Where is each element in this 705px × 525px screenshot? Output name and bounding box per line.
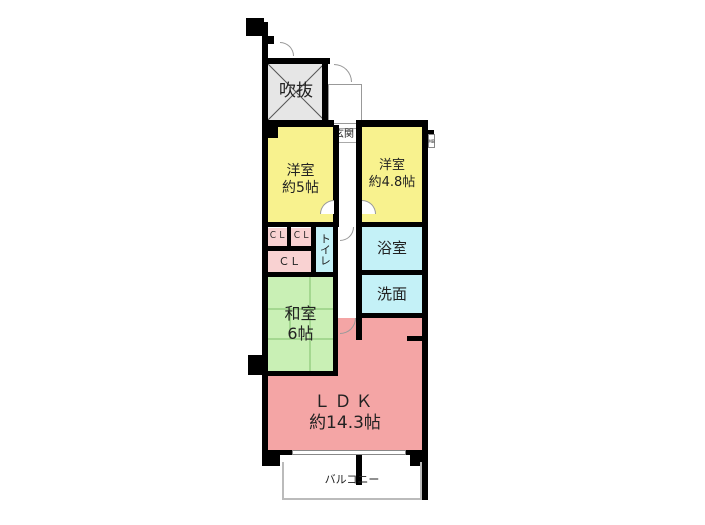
wall	[356, 270, 428, 275]
wall	[356, 313, 428, 318]
room-label: 洋室	[286, 162, 315, 179]
mb-label: MB	[428, 138, 435, 144]
wall	[262, 371, 338, 376]
wall	[333, 125, 339, 225]
wall	[262, 450, 280, 466]
room-label: バルコニー	[324, 473, 380, 487]
room-bath: 浴室	[362, 227, 422, 270]
mb: MB	[428, 134, 435, 148]
tatami-lines	[268, 277, 333, 371]
room-label: ＬＤＫ	[313, 391, 377, 412]
wall	[262, 22, 268, 462]
wall	[356, 318, 362, 340]
wall	[262, 272, 338, 277]
room-size: 約14.3帖	[309, 413, 381, 433]
wall	[262, 246, 314, 251]
wall	[287, 227, 291, 247]
room-label: ＣＬ	[278, 254, 301, 268]
wall	[422, 120, 428, 500]
wall	[333, 277, 338, 376]
door[interactable]	[340, 227, 354, 241]
door	[280, 42, 294, 56]
room-size: 約5帖	[282, 180, 319, 196]
room-label: 吹抜	[279, 81, 313, 102]
room-toilet: トイレ	[316, 227, 333, 272]
wall	[356, 222, 428, 227]
entrance-door[interactable]	[334, 64, 352, 82]
window	[292, 450, 406, 455]
room-size: 約4.8帖	[368, 174, 416, 190]
closet-2: ＣＬ	[291, 228, 312, 246]
room-washroom: 洗面	[362, 275, 422, 313]
wall	[246, 18, 264, 36]
room-western-1-top	[278, 127, 333, 139]
room-label: トイレ	[318, 233, 332, 266]
wall	[262, 36, 274, 44]
wall	[407, 336, 422, 341]
room-size: 6帖	[287, 324, 314, 343]
room-label: ＣＬ	[268, 231, 287, 242]
room-fukinuke: 吹抜	[268, 64, 324, 120]
closet-3: ＣＬ	[268, 251, 311, 272]
wall	[322, 58, 328, 128]
wall	[262, 120, 334, 127]
wall	[262, 120, 278, 138]
void-cross-icon	[268, 64, 324, 120]
wall	[356, 125, 362, 485]
room-label: 和室	[284, 304, 317, 323]
wall	[248, 355, 264, 375]
room-label: 洋室	[378, 158, 405, 174]
wall	[262, 222, 339, 227]
room-label: 玄関	[334, 129, 354, 141]
wall	[311, 227, 316, 277]
room-label: 洗面	[376, 284, 407, 303]
door[interactable]	[320, 200, 334, 214]
corridor	[328, 84, 362, 124]
wall	[333, 227, 338, 277]
wall	[356, 120, 428, 127]
wall	[410, 450, 428, 466]
balcony: バルコニー	[282, 462, 422, 500]
room-label: ＣＬ	[292, 231, 311, 242]
wall	[262, 58, 330, 64]
wall	[428, 130, 434, 134]
room-label: 浴室	[376, 239, 407, 258]
closet-1: ＣＬ	[268, 228, 287, 246]
